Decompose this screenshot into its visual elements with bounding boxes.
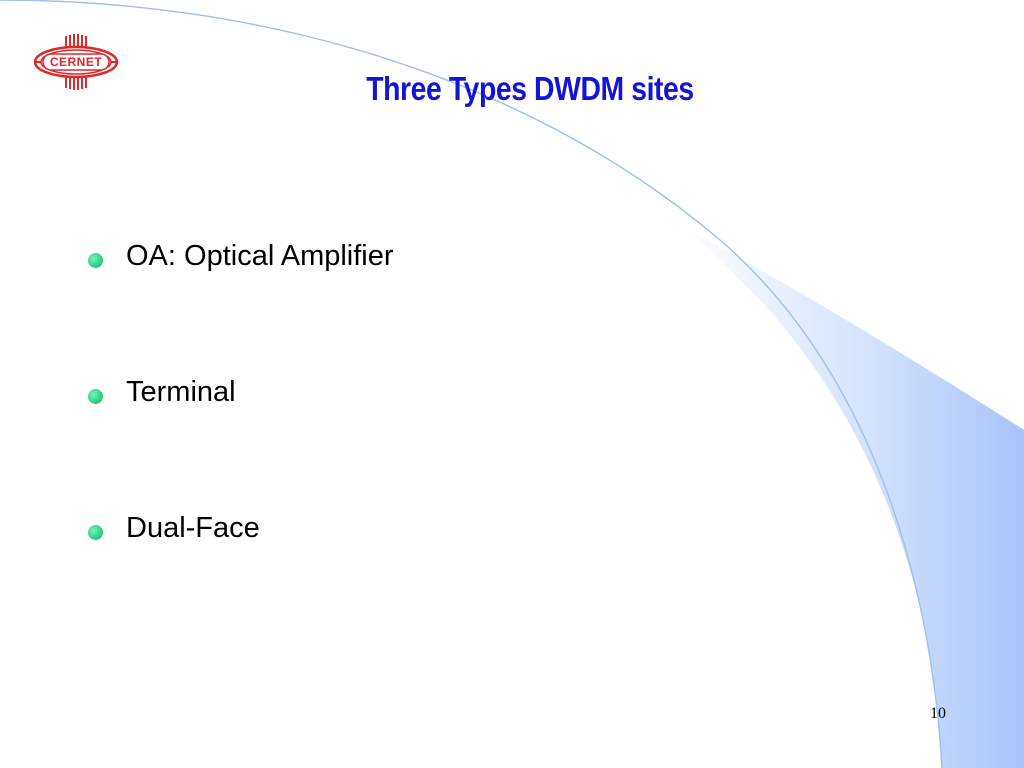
bullet-text: Dual-Face (126, 512, 260, 544)
bullet-text: OA: Optical Amplifier (126, 240, 394, 272)
bullet-dot-icon (88, 253, 103, 268)
bullet-text: Terminal (126, 376, 236, 408)
cernet-logo: CERNET (33, 34, 119, 90)
bullet-dot-icon (88, 525, 103, 540)
bullet-dot-icon (88, 389, 103, 404)
slide-title: Three Types DWDM sites (366, 70, 694, 107)
page-number: 10 (930, 705, 946, 722)
svg-text:CERNET: CERNET (50, 55, 103, 69)
background-arc-line (0, 0, 943, 768)
background-wave-fill (680, 225, 1024, 768)
